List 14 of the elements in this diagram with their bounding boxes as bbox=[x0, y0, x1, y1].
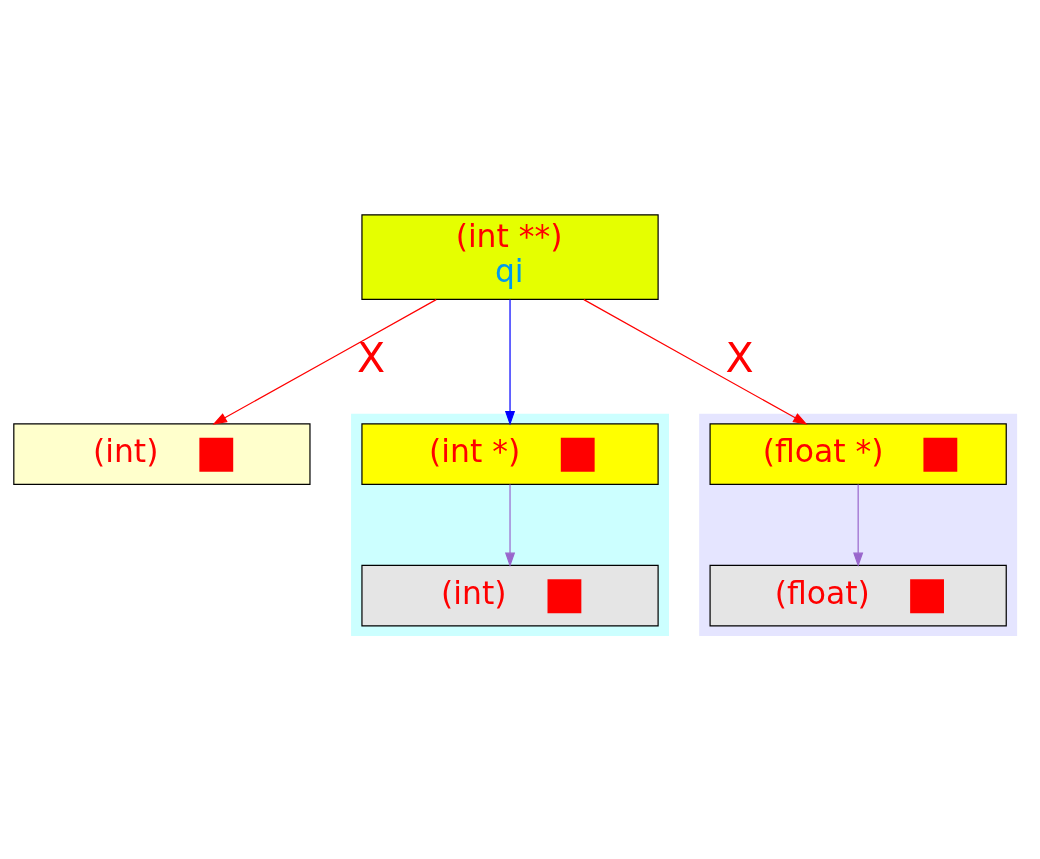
arrow bbox=[212, 298, 437, 425]
edge-label: X bbox=[356, 333, 386, 382]
node-box: (float *) bbox=[709, 422, 1007, 485]
arrow bbox=[504, 483, 516, 567]
arrow bbox=[583, 298, 808, 425]
arrow bbox=[504, 298, 516, 426]
arrow bbox=[853, 483, 864, 567]
cluster bbox=[351, 413, 669, 636]
node-box: (float) bbox=[709, 564, 1007, 626]
node-box: (int) bbox=[361, 564, 659, 626]
node-box: (int *) bbox=[361, 422, 659, 485]
node-box: (int) bbox=[13, 422, 311, 485]
edge-label: X bbox=[725, 333, 754, 382]
node-box: (int **) qi bbox=[361, 213, 659, 300]
